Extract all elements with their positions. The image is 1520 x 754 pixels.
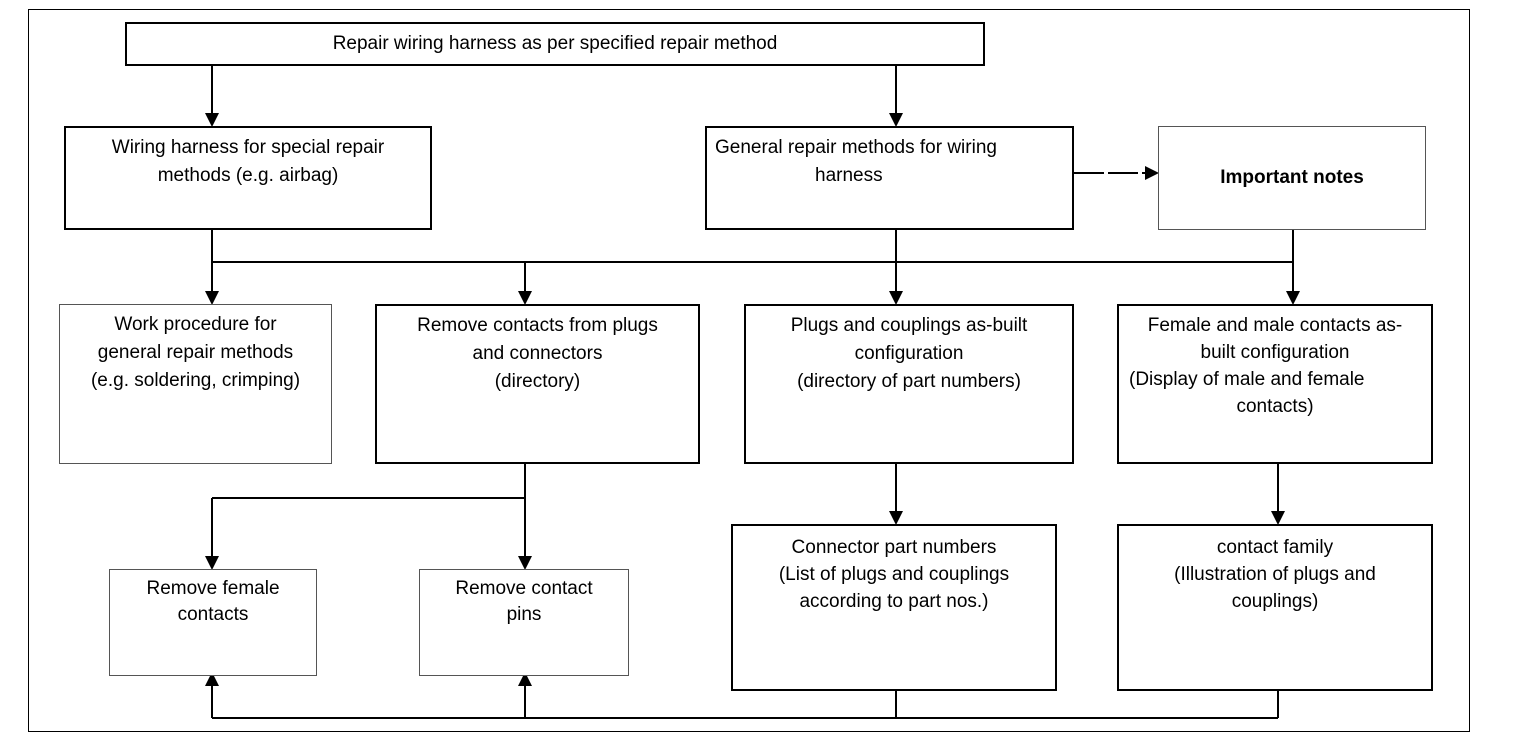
important-notes-label: Important notes	[1220, 167, 1364, 188]
plugs-couplings-line-1: Plugs and couplings as-built	[790, 315, 1028, 336]
contact-family-line-2: (Illustration of plugs and	[1174, 564, 1376, 585]
repair-method-title: Repair wiring harness as per specified r…	[332, 33, 778, 54]
connector-part-numbers-box: Connector part numbers (List of plugs an…	[731, 524, 1057, 691]
contact-family-box: contact family (Illustration of plugs an…	[1117, 524, 1433, 691]
remove-contacts-line-2: and connectors	[472, 343, 603, 364]
remove-contacts-line-3: (directory)	[494, 371, 581, 392]
work-procedure-box: Work procedure for general repair method…	[59, 304, 332, 464]
diagram-frame	[28, 9, 1470, 732]
female-male-line-1: Female and male contacts as-	[1147, 315, 1403, 336]
female-male-line-3: (Display of male and female	[1129, 369, 1365, 390]
female-male-box: Female and male contacts as- built confi…	[1117, 304, 1433, 464]
connector-part-numbers-line-1: Connector part numbers	[791, 537, 997, 558]
general-methods-line-2: harness	[815, 165, 883, 186]
general-methods-box: General repair methods for wiring harnes…	[705, 126, 1074, 230]
special-methods-box: Wiring harness for special repair method…	[64, 126, 432, 230]
remove-pins-box: Remove contact pins	[419, 569, 629, 676]
remove-contacts-line-1: Remove contacts from plugs	[417, 315, 658, 336]
connector-part-numbers-line-2: (List of plugs and couplings	[778, 564, 1010, 585]
female-male-line-4: contacts)	[1236, 396, 1314, 417]
plugs-couplings-box: Plugs and couplings as-built configurati…	[744, 304, 1074, 464]
remove-pins-line-1: Remove contact	[455, 578, 593, 599]
remove-pins-line-2: pins	[506, 604, 542, 625]
contact-family-line-3: couplings)	[1231, 591, 1319, 612]
remove-contacts-box: Remove contacts from plugs and connector…	[375, 304, 700, 464]
work-procedure-line-2: general repair methods	[97, 342, 294, 363]
general-methods-line-1: General repair methods for wiring	[715, 137, 997, 158]
important-notes-box: Important notes	[1158, 126, 1426, 230]
special-methods-line-1: Wiring harness for special repair	[111, 137, 385, 158]
work-procedure-line-3: (e.g. soldering, crimping)	[90, 370, 301, 391]
connector-part-numbers-line-3: according to part nos.)	[799, 591, 989, 612]
plugs-couplings-line-3: (directory of part numbers)	[797, 371, 1021, 392]
remove-female-box: Remove female contacts	[109, 569, 317, 676]
remove-female-line-2: contacts	[177, 604, 249, 625]
female-male-line-2: built configuration	[1200, 342, 1350, 363]
repair-method-box: Repair wiring harness as per specified r…	[125, 22, 985, 66]
contact-family-line-1: contact family	[1216, 537, 1334, 558]
remove-female-line-1: Remove female	[146, 578, 280, 599]
work-procedure-line-1: Work procedure for	[114, 314, 277, 335]
plugs-couplings-line-2: configuration	[854, 343, 964, 364]
special-methods-line-2: methods (e.g. airbag)	[157, 165, 339, 186]
